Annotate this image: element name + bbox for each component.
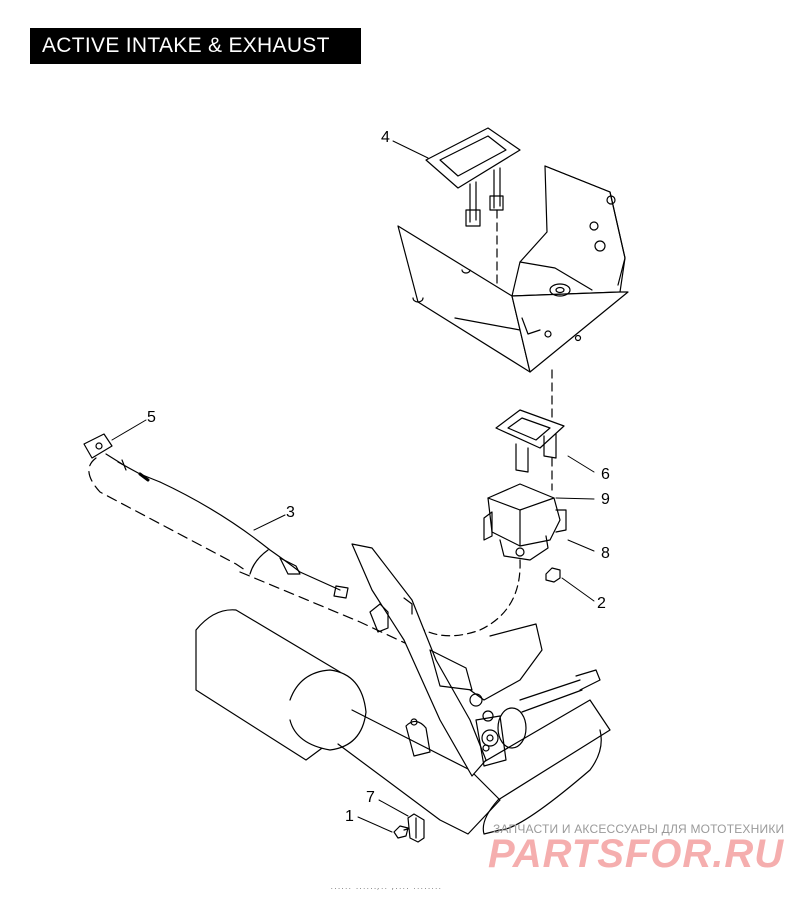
page-title: ACTIVE INTAKE & EXHAUST (30, 28, 361, 64)
callout-4: 4 (381, 129, 390, 146)
reference-code: ...... ......,.. ,.... ........ (330, 884, 442, 891)
callout-8: 8 (601, 545, 610, 562)
part-7-clip (407, 813, 425, 843)
part-3-cable (88, 453, 421, 651)
callout-2: 2 (597, 595, 606, 612)
callout-6: 6 (601, 466, 610, 483)
leader-lines (111, 140, 595, 833)
part-4-gasket (425, 127, 521, 291)
part-5-clip (83, 433, 113, 459)
frame-rail (351, 543, 543, 777)
part-2-nut (545, 567, 561, 583)
watermark-logo: PARTSFOR.RU (488, 832, 785, 876)
watermark-subtitle: ЗАПЧАСТИ И АКСЕССУАРЫ ДЛЯ МОТОТЕХНИКИ (493, 822, 785, 836)
exhaust-muffler (195, 609, 611, 835)
callout-5: 5 (147, 409, 156, 426)
callout-7: 7 (366, 789, 375, 806)
part-8-actuator (399, 483, 567, 637)
part-6-seal (495, 409, 565, 491)
callout-1: 1 (345, 808, 354, 825)
mounting-bracket (397, 165, 629, 421)
callout-9: 9 (601, 491, 610, 508)
callout-3: 3 (286, 504, 295, 521)
